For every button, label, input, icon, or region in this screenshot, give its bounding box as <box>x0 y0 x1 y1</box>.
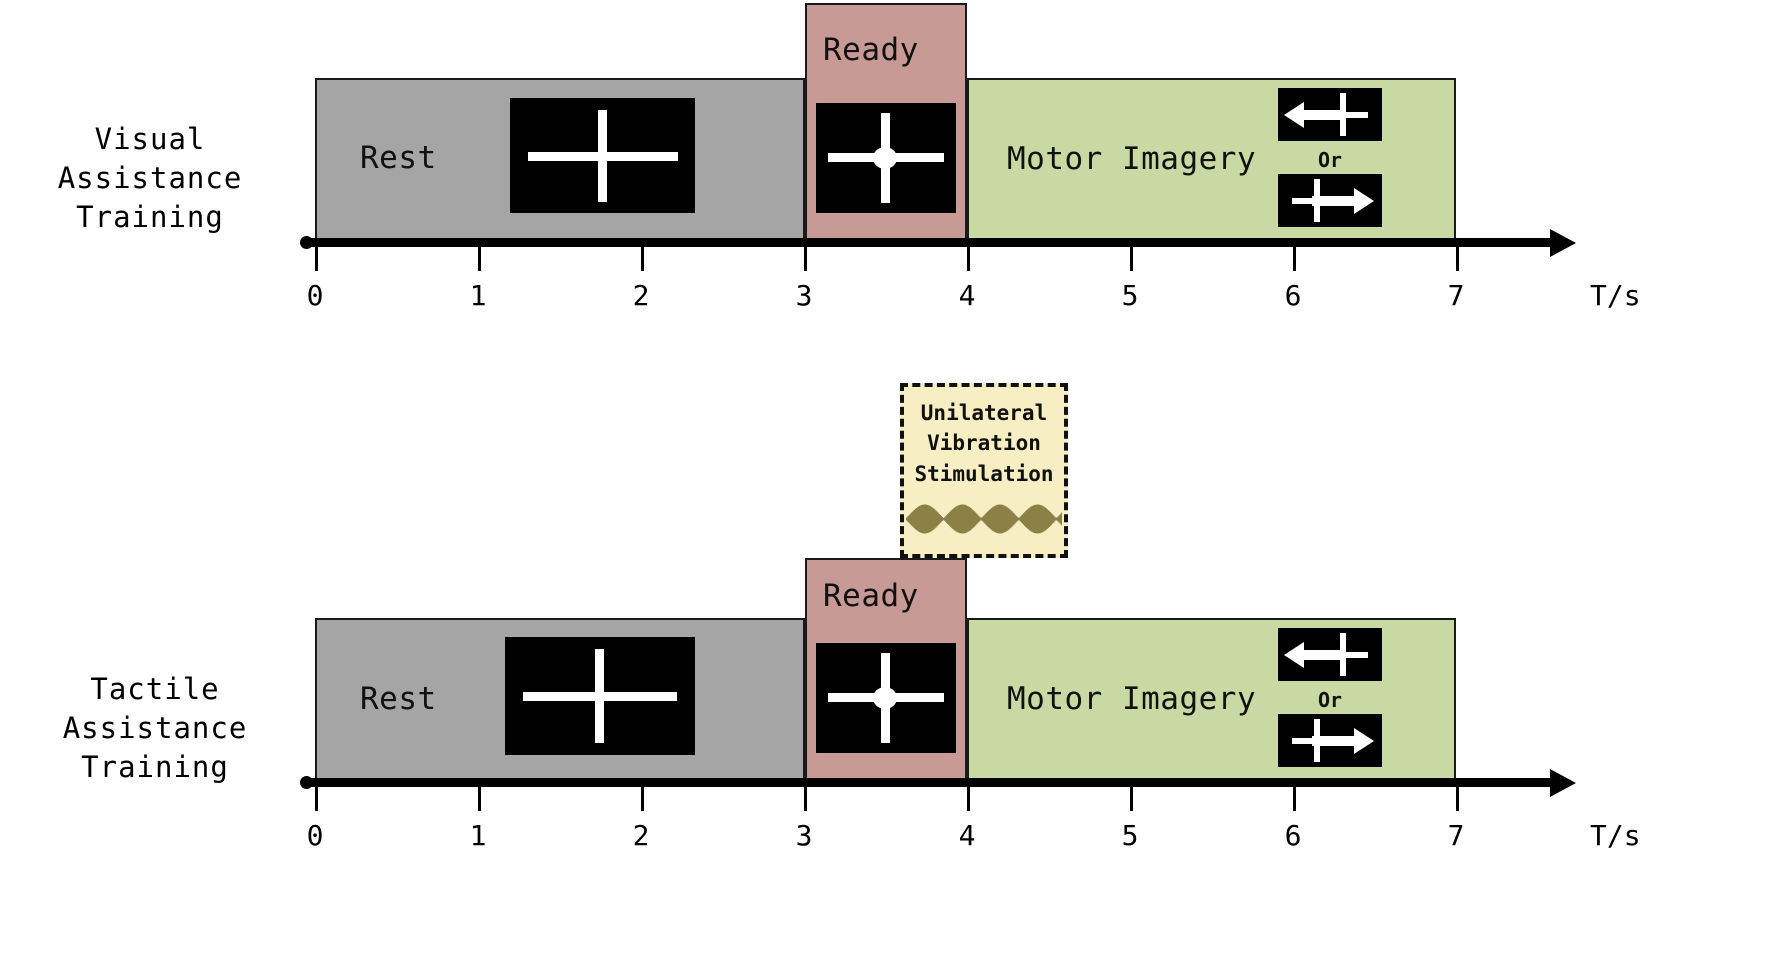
mi-or-label-visual: Or <box>1317 148 1343 172</box>
vibration-stimulation-label: Unilateral Vibration Stimulation <box>914 401 1054 486</box>
time-axis-arrowhead-tactile <box>1550 769 1576 797</box>
fixation-dot <box>873 147 897 169</box>
row-label-visual: Visual Assistance Training <box>57 122 243 235</box>
mi-left-arrow-cue-visual <box>1278 88 1382 141</box>
phase-label-ready-tactile: Ready <box>823 578 919 614</box>
axis-tick <box>478 787 481 811</box>
axis-tick-label: 0 <box>306 279 324 312</box>
axis-tick <box>967 247 970 271</box>
axis-tick <box>1130 247 1133 271</box>
axis-tick-label: 3 <box>795 279 813 312</box>
fixation-cross-horizontal <box>523 692 677 701</box>
row-label-tactile: Tactile Assistance Training <box>62 672 248 785</box>
rest-fixation-screen-visual <box>510 98 695 213</box>
time-axis-origin-cap <box>300 776 313 789</box>
axis-tick-label: 5 <box>1121 279 1139 312</box>
axis-tick-label: 5 <box>1121 819 1139 852</box>
fixation-cross-horizontal <box>528 152 678 161</box>
axis-tick-label: 7 <box>1447 819 1465 852</box>
ready-fixation-screen-tactile <box>816 643 956 753</box>
axis-tick <box>315 787 318 811</box>
axis-tick-label: 6 <box>1284 279 1302 312</box>
axis-tick <box>1293 787 1296 811</box>
mi-right-arrow-cue-visual <box>1278 174 1382 227</box>
mi-right-arrow-cue-tactile <box>1278 714 1382 767</box>
phase-label-motor-imagery-tactile: Motor Imagery <box>1007 681 1257 717</box>
time-axis-arrowhead-visual <box>1550 229 1576 257</box>
left-arrow-icon <box>1284 102 1346 128</box>
rest-fixation-screen-tactile <box>505 637 695 755</box>
axis-tick-label: 4 <box>958 279 976 312</box>
axis-tick <box>315 247 318 271</box>
time-axis-tactile <box>303 778 1553 787</box>
phase-label-ready-visual: Ready <box>823 32 919 68</box>
axis-tick <box>1456 787 1459 811</box>
axis-tick-label: 2 <box>632 819 650 852</box>
right-arrow-icon <box>1312 188 1374 214</box>
axis-tick <box>641 787 644 811</box>
vibration-waveform: {"n":156,"beats":4.2,"carrier":0.72,"amp… <box>906 504 1062 534</box>
axis-tick <box>1293 247 1296 271</box>
axis-tick-label: 4 <box>958 819 976 852</box>
axis-tick-label: 1 <box>469 819 487 852</box>
time-axis-visual <box>303 238 1553 247</box>
axis-tick-label: 1 <box>469 279 487 312</box>
axis-tick <box>641 247 644 271</box>
mi-or-label-tactile: Or <box>1317 688 1343 712</box>
axis-unit-label-tactile: T/s <box>1590 819 1641 852</box>
right-arrow-icon <box>1312 728 1374 754</box>
left-arrow-icon <box>1284 642 1346 668</box>
axis-tick <box>1130 787 1133 811</box>
axis-tick-label: 7 <box>1447 279 1465 312</box>
fixation-dot <box>873 687 897 709</box>
axis-tick <box>1456 247 1459 271</box>
time-axis-origin-cap <box>300 236 313 249</box>
mi-left-arrow-cue-tactile <box>1278 628 1382 681</box>
axis-tick <box>967 787 970 811</box>
phase-label-rest-visual: Rest <box>360 140 437 176</box>
axis-tick-label: 6 <box>1284 819 1302 852</box>
phase-label-rest-tactile: Rest <box>360 681 437 717</box>
axis-tick-label: 2 <box>632 279 650 312</box>
axis-tick <box>478 247 481 271</box>
axis-tick-label: 3 <box>795 819 813 852</box>
phase-label-motor-imagery-visual: Motor Imagery <box>1007 141 1257 177</box>
ready-fixation-screen-visual <box>816 103 956 213</box>
axis-unit-label-visual: T/s <box>1590 279 1641 312</box>
axis-tick-label: 0 <box>306 819 324 852</box>
axis-tick <box>804 247 807 271</box>
axis-tick <box>804 787 807 811</box>
